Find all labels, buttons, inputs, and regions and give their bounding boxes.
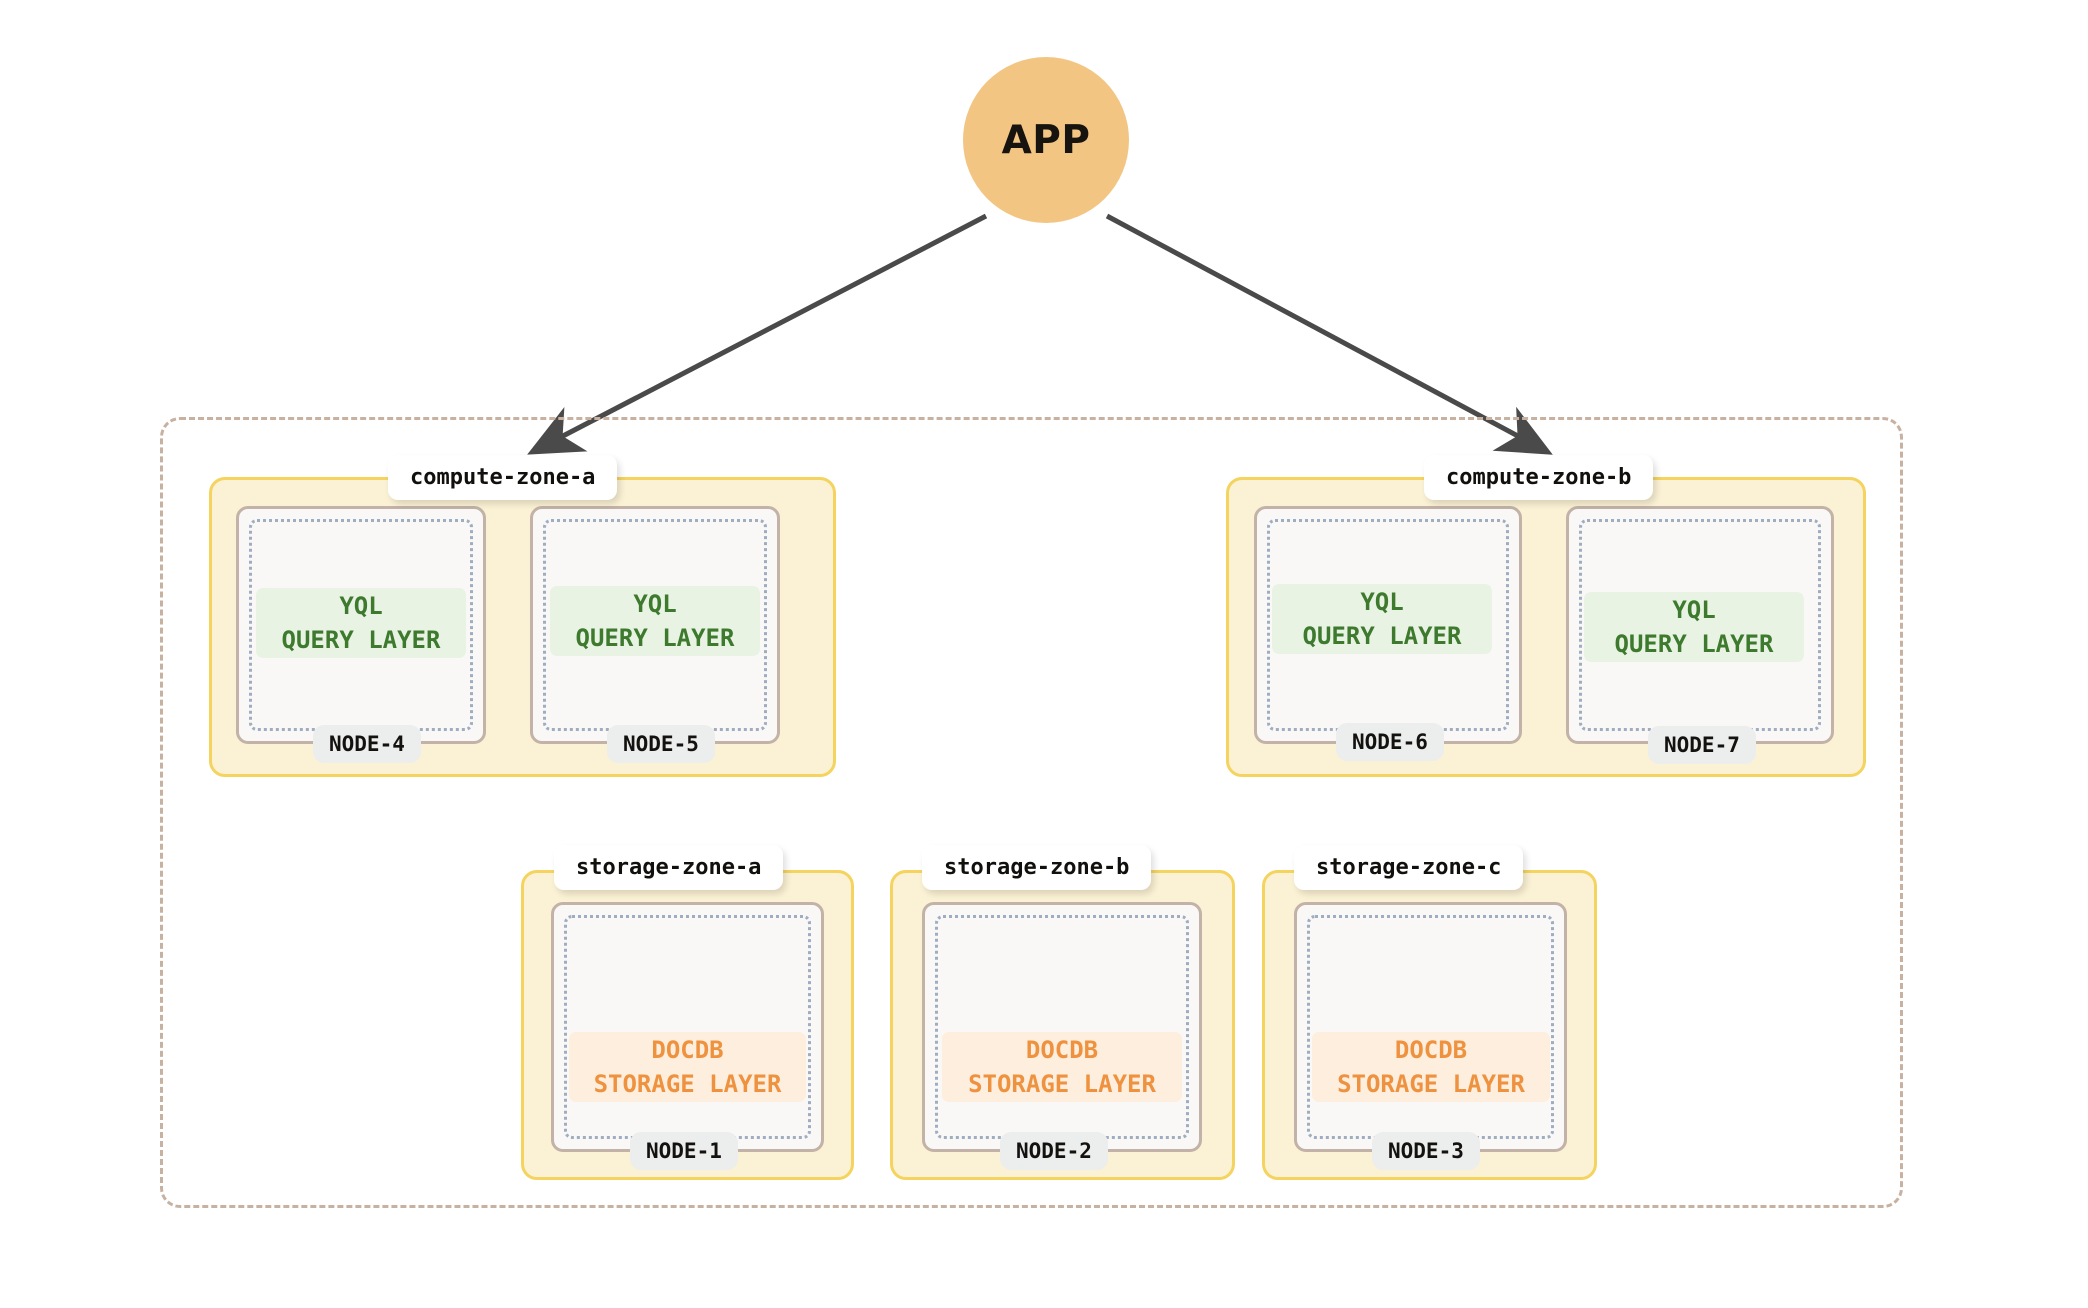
- node-pill-node-6: NODE-6: [1336, 723, 1444, 761]
- layer-line2: STORAGE LAYER: [593, 1070, 782, 1098]
- layer-line1: YQL: [633, 589, 677, 618]
- layer-badge-yql-node-7: YQL QUERY LAYER: [1584, 592, 1804, 662]
- layer-line2: STORAGE LAYER: [968, 1070, 1156, 1098]
- layer-line1: DOCDB: [651, 1035, 724, 1064]
- layer-line2: STORAGE LAYER: [1337, 1070, 1525, 1098]
- zone-label-compute-zone-a: compute-zone-a: [388, 455, 618, 500]
- layer-line1: YQL: [1360, 587, 1404, 616]
- node-inner-border: [1307, 915, 1554, 1139]
- arrow-app-to-compute-zone-a: [527, 213, 988, 455]
- arrow-app-to-compute-zone-b: [1105, 213, 1553, 455]
- layer-line2: QUERY LAYER: [281, 626, 441, 654]
- node-node-3[interactable]: [1294, 902, 1567, 1152]
- node-pill-node-5: NODE-5: [607, 725, 715, 763]
- layer-badge-docdb-node-1: DOCDB STORAGE LAYER: [569, 1032, 806, 1102]
- zone-label-storage-zone-a: storage-zone-a: [554, 845, 784, 890]
- zone-label-storage-zone-b: storage-zone-b: [922, 845, 1152, 890]
- zone-label-storage-zone-c: storage-zone-c: [1294, 845, 1524, 890]
- node-node-1[interactable]: [551, 902, 824, 1152]
- zone-label-compute-zone-b: compute-zone-b: [1424, 455, 1654, 500]
- layer-badge-yql-node-6: YQL QUERY LAYER: [1272, 584, 1492, 654]
- app-label: APP: [1001, 117, 1091, 163]
- app-node[interactable]: APP: [963, 57, 1129, 223]
- node-pill-node-7: NODE-7: [1648, 726, 1756, 764]
- layer-line1: YQL: [339, 591, 383, 620]
- layer-line1: YQL: [1672, 595, 1716, 624]
- node-pill-node-1: NODE-1: [630, 1132, 738, 1170]
- cluster-boundary: [160, 417, 1903, 1208]
- layer-badge-yql-node-4: YQL QUERY LAYER: [256, 588, 466, 658]
- node-pill-node-4: NODE-4: [313, 725, 421, 763]
- layer-line1: DOCDB: [1394, 1035, 1468, 1064]
- node-inner-border: [564, 915, 811, 1139]
- layer-line2: QUERY LAYER: [1302, 622, 1462, 650]
- layer-badge-yql-node-5: YQL QUERY LAYER: [550, 586, 760, 656]
- node-inner-border: [935, 915, 1189, 1139]
- node-pill-node-2: NODE-2: [1000, 1132, 1108, 1170]
- node-node-2[interactable]: [922, 902, 1202, 1152]
- node-pill-node-3: NODE-3: [1372, 1132, 1480, 1170]
- layer-line2: QUERY LAYER: [575, 624, 735, 652]
- layer-line1: DOCDB: [1025, 1035, 1099, 1064]
- layer-badge-docdb-node-3: DOCDB STORAGE LAYER: [1312, 1032, 1550, 1102]
- layer-line2: QUERY LAYER: [1614, 630, 1774, 658]
- layer-badge-docdb-node-2: DOCDB STORAGE LAYER: [942, 1032, 1182, 1102]
